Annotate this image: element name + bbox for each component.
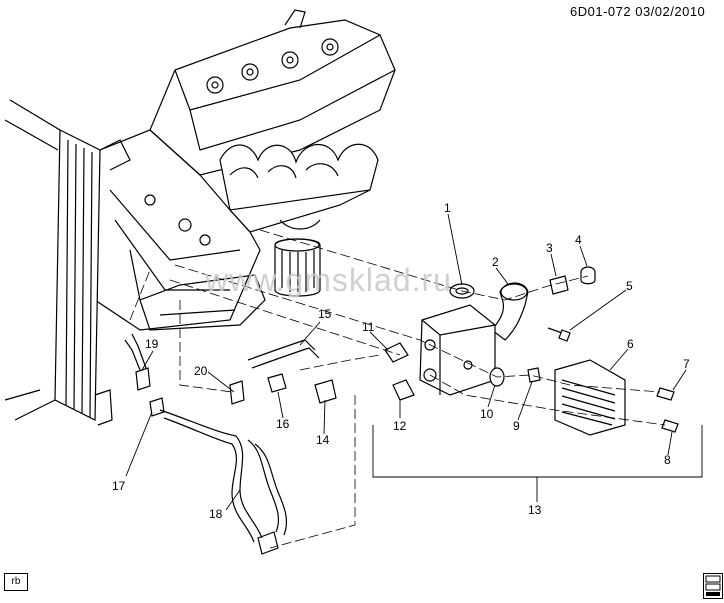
publisher-logo-icon xyxy=(703,573,723,599)
callout-14: 14 xyxy=(316,433,330,447)
document-id: 6D01-072 03/02/2010 xyxy=(570,4,706,19)
callout-20: 20 xyxy=(194,364,208,378)
callout-7: 7 xyxy=(683,357,690,371)
callout-5: 5 xyxy=(626,279,633,293)
callout-2: 2 xyxy=(492,255,499,269)
callout-6: 6 xyxy=(627,337,634,351)
callout-11: 11 xyxy=(362,320,375,334)
callout-4: 4 xyxy=(575,233,582,247)
callout-1: 1 xyxy=(444,201,451,215)
callout-19: 19 xyxy=(145,337,159,351)
watermark-text: www.gmsklad.ru xyxy=(205,262,452,298)
engine-block-illustration xyxy=(4,9,396,426)
callout-13: 13 xyxy=(528,503,542,517)
leader-lines xyxy=(125,213,703,511)
callout-12: 12 xyxy=(393,419,407,433)
callout-17: 17 xyxy=(112,479,126,493)
callout-10: 10 xyxy=(480,407,494,421)
alignment-lines xyxy=(129,229,666,549)
hose-lines xyxy=(124,333,320,543)
callout-labels: 1 2 3 4 5 6 7 8 9 10 11 12 13 14 15 16 1… xyxy=(112,201,690,521)
callout-8: 8 xyxy=(664,453,671,467)
callout-3: 3 xyxy=(546,241,553,255)
callout-9: 9 xyxy=(513,419,520,433)
callout-18: 18 xyxy=(209,507,223,521)
callout-15: 15 xyxy=(318,307,332,321)
callout-16: 16 xyxy=(276,417,290,431)
rb-badge: rb xyxy=(4,573,28,591)
